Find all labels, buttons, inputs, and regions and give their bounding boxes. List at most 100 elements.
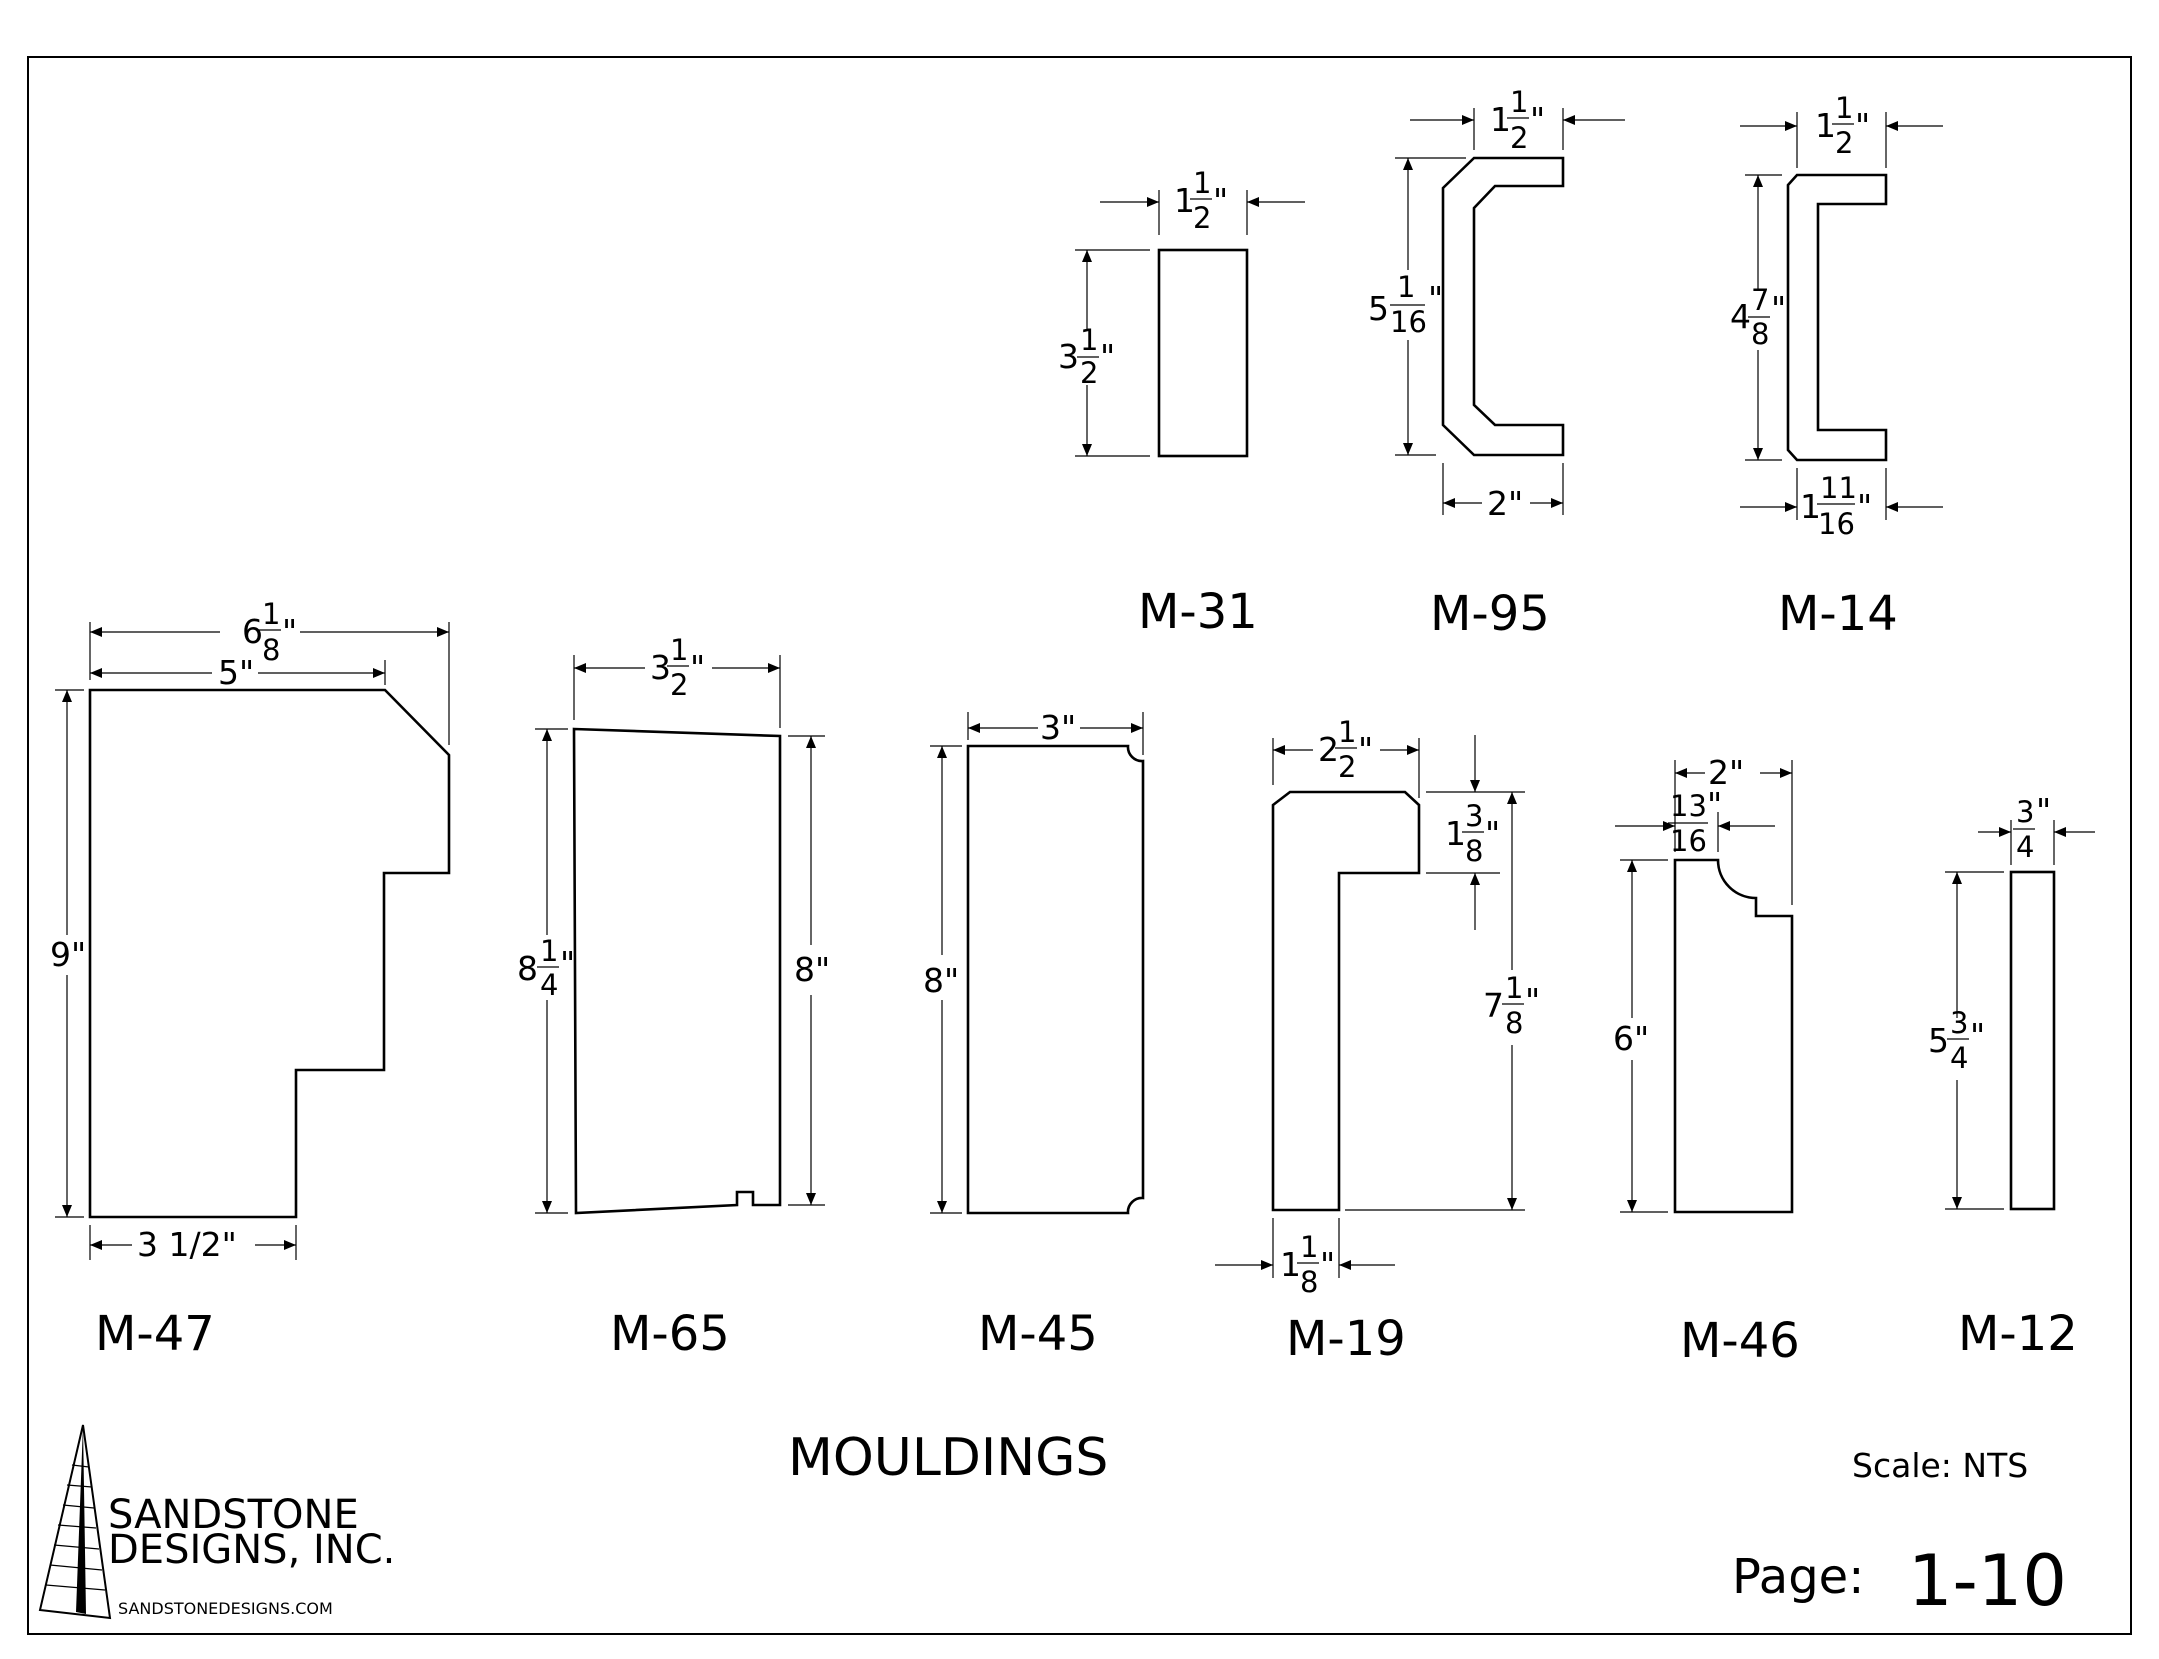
svg-text:8: 8 — [1505, 1006, 1523, 1040]
svg-text:9": 9" — [50, 935, 86, 974]
label-m46: M-46 — [1680, 1313, 1800, 1369]
svg-text:2: 2 — [1080, 356, 1098, 390]
svg-text:": " — [1358, 730, 1373, 769]
svg-text:": " — [1707, 785, 1722, 824]
profile-m19: 2 1 2 " 1 3 8 " 7 1 8 " 1 1 8 " M-19 — [1215, 715, 1540, 1367]
svg-text:4: 4 — [1730, 297, 1751, 336]
svg-text:1: 1 — [540, 934, 558, 968]
scale-note: Scale: NTS — [1852, 1446, 2028, 1485]
svg-text:1: 1 — [670, 633, 688, 667]
svg-text:8": 8" — [794, 950, 830, 989]
svg-text:": " — [282, 612, 297, 651]
label-m31: M-31 — [1138, 584, 1258, 640]
svg-text:": " — [1530, 100, 1545, 139]
svg-text:1: 1 — [1815, 106, 1836, 145]
sheet-border — [27, 56, 2132, 1635]
svg-text:8: 8 — [1465, 834, 1483, 868]
svg-text:1: 1 — [1300, 1230, 1318, 1264]
profile-m47: 6 1 8 " 5" 9" 3 1/2" M-47 — [50, 597, 451, 1362]
label-m65: M-65 — [610, 1306, 730, 1362]
profile-m65: 3 1 2 " 8 1 4 " 8" M-65 — [517, 633, 830, 1362]
svg-text:8: 8 — [1751, 317, 1769, 351]
svg-text:8: 8 — [262, 633, 280, 667]
svg-text:1: 1 — [1505, 971, 1523, 1005]
svg-text:2: 2 — [1510, 121, 1528, 155]
label-m14: M-14 — [1778, 586, 1898, 642]
svg-text:3: 3 — [1465, 799, 1483, 833]
label-m95: M-95 — [1430, 586, 1550, 642]
page-number: 1-10 — [1908, 1540, 2067, 1622]
svg-text:4: 4 — [1950, 1041, 1968, 1075]
svg-text:5: 5 — [1368, 289, 1389, 328]
svg-text:2": 2" — [1487, 484, 1523, 523]
svg-text:1: 1 — [1445, 814, 1466, 853]
svg-text:": " — [1857, 487, 1872, 526]
svg-text:": " — [2036, 791, 2051, 830]
svg-text:8": 8" — [923, 961, 959, 1000]
svg-text:16: 16 — [1818, 507, 1855, 541]
profile-m14: 1 1 2 " 4 7 8 " 1 11 16 " M-14 — [1730, 91, 1943, 642]
svg-text:2: 2 — [1193, 201, 1211, 235]
svg-text:2": 2" — [1708, 753, 1744, 792]
svg-text:1: 1 — [1338, 715, 1356, 749]
svg-text:3: 3 — [2016, 795, 2034, 829]
svg-text:": " — [1855, 106, 1870, 145]
svg-text:16: 16 — [1390, 305, 1427, 339]
profile-m45: 3" 8" M-45 — [923, 708, 1145, 1362]
svg-text:2: 2 — [1318, 730, 1339, 769]
svg-text:": " — [1100, 337, 1115, 376]
logo-website: SANDSTONEDESIGNS.COM — [118, 1599, 333, 1618]
svg-text:1: 1 — [1835, 91, 1853, 125]
page-title: MOULDINGS — [788, 1428, 1108, 1488]
svg-text:8: 8 — [1300, 1265, 1318, 1299]
svg-text:13: 13 — [1670, 789, 1707, 823]
label-m19: M-19 — [1286, 1311, 1406, 1367]
svg-text:1: 1 — [1080, 323, 1098, 357]
logo-name-line2: DESIGNS, INC. — [108, 1527, 395, 1573]
profile-m46: 2" 13 16 " 6" M-46 — [1613, 753, 1800, 1369]
svg-text:": " — [1213, 181, 1228, 220]
svg-text:1: 1 — [1800, 487, 1821, 526]
profile-m31: 1 1 2 " 3 1 2 " M-31 — [1058, 166, 1305, 640]
svg-text:3: 3 — [1950, 1006, 1968, 1040]
svg-text:": " — [560, 944, 575, 983]
label-m47: M-47 — [95, 1306, 215, 1362]
svg-text:1: 1 — [1397, 270, 1415, 304]
svg-text:3": 3" — [1040, 708, 1076, 747]
svg-text:6": 6" — [1613, 1019, 1649, 1058]
svg-text:7: 7 — [1751, 283, 1769, 317]
svg-text:1: 1 — [1193, 166, 1211, 200]
company-logo: SANDSTONE DESIGNS, INC. SANDSTONEDESIGNS… — [38, 1424, 395, 1620]
svg-text:16: 16 — [1670, 824, 1707, 858]
label-m12: M-12 — [1958, 1306, 2078, 1362]
svg-text:1: 1 — [1490, 100, 1511, 139]
svg-text:3: 3 — [650, 648, 671, 687]
svg-text:5: 5 — [1928, 1021, 1949, 1060]
svg-text:7: 7 — [1483, 986, 1504, 1025]
pyramid-logo-icon — [38, 1424, 112, 1620]
svg-text:": " — [690, 648, 705, 687]
svg-text:3: 3 — [1058, 337, 1079, 376]
svg-text:11: 11 — [1820, 471, 1857, 505]
svg-text:": " — [1320, 1245, 1335, 1284]
svg-text:3 1/2": 3 1/2" — [137, 1225, 237, 1264]
page-label: Page: — [1732, 1549, 1864, 1605]
label-m45: M-45 — [978, 1306, 1098, 1362]
svg-text:8: 8 — [517, 949, 538, 988]
svg-text:4: 4 — [2016, 830, 2034, 864]
svg-text:6: 6 — [242, 612, 263, 651]
svg-text:": " — [1428, 279, 1443, 318]
profile-m12: 3 4 " 5 3 4 " M-12 — [1928, 791, 2095, 1362]
svg-text:": " — [1771, 289, 1786, 328]
svg-text:2: 2 — [1835, 126, 1853, 160]
svg-text:2: 2 — [1338, 750, 1356, 784]
svg-text:": " — [1970, 1016, 1985, 1055]
svg-text:2: 2 — [670, 668, 688, 702]
svg-text:1: 1 — [1174, 181, 1195, 220]
svg-text:1: 1 — [1510, 85, 1528, 119]
svg-text:1: 1 — [1280, 1245, 1301, 1284]
svg-text:4: 4 — [540, 968, 558, 1002]
logo-name-line1: SANDSTONE — [108, 1492, 359, 1538]
profile-m95: 1 1 2 " 5 1 16 " 2" M-95 — [1368, 85, 1625, 642]
